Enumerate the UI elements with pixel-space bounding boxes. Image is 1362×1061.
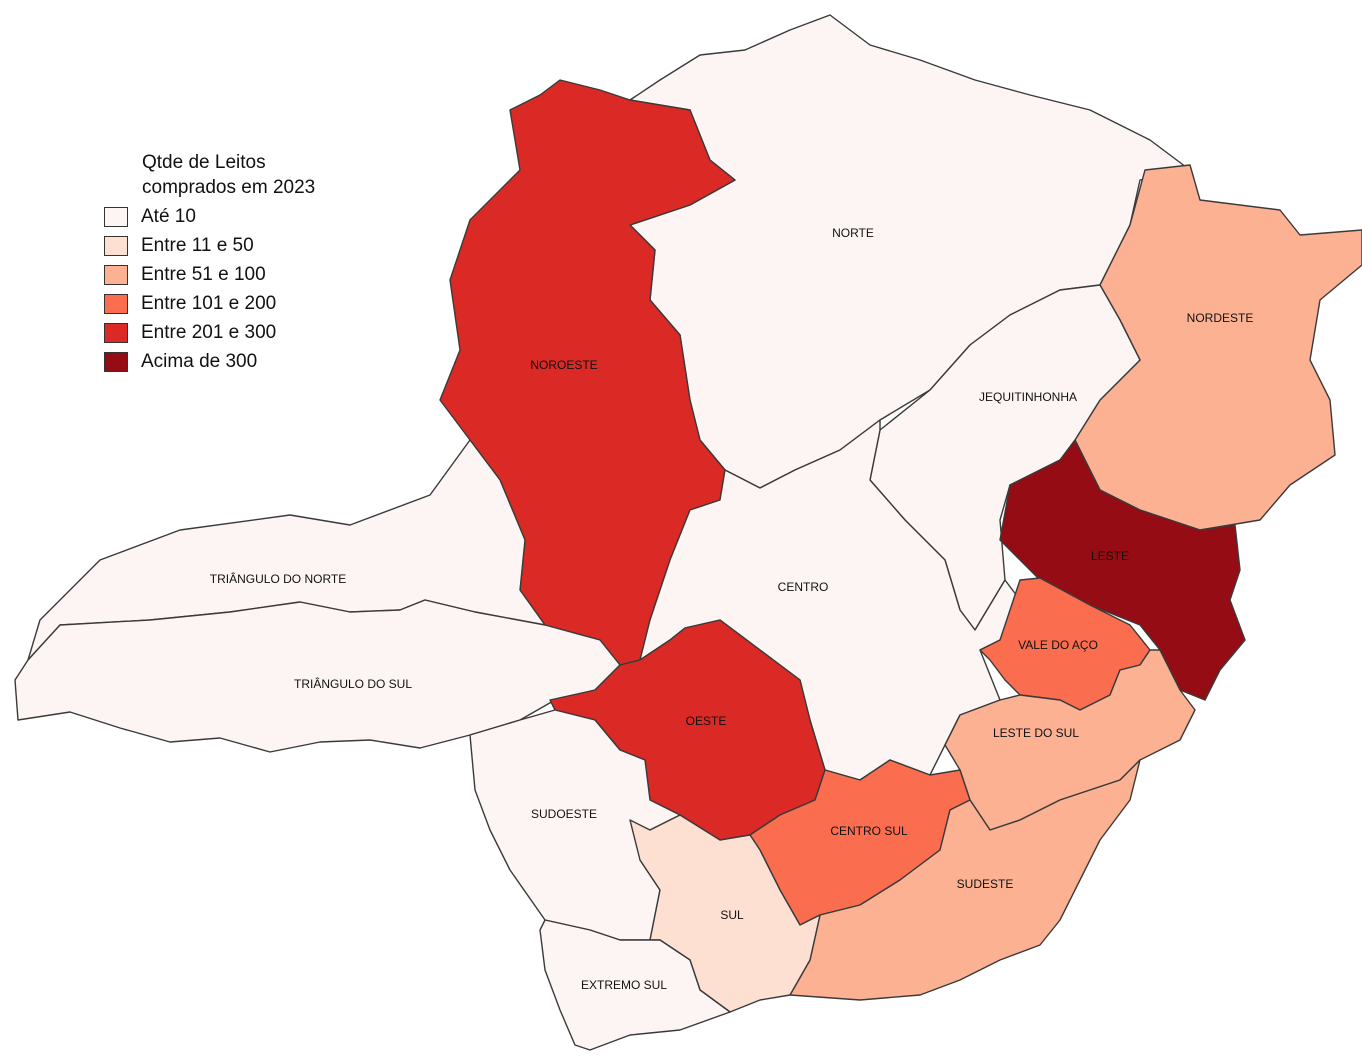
region-label-sudoeste: SUDOESTE: [531, 807, 597, 821]
legend-label: Entre 101 e 200: [141, 292, 277, 314]
legend-item: Entre 11 e 50: [104, 231, 315, 260]
legend-label: Entre 11 e 50: [141, 234, 254, 256]
region-label-extremo-sul: EXTREMO SUL: [581, 978, 667, 992]
legend-item: Entre 201 e 300: [104, 318, 315, 347]
region-label-centro-sul: CENTRO SUL: [830, 824, 908, 838]
legend-swatch: [104, 351, 128, 372]
region-label-triangulo-do-sul: TRIÂNGULO DO SUL: [294, 676, 412, 691]
legend-item: Entre 101 e 200: [104, 289, 315, 318]
legend-item: Acima de 300: [104, 347, 315, 376]
legend-label: Entre 51 e 100: [141, 263, 266, 285]
legend-item: Até 10: [104, 202, 315, 231]
region-label-vale-do-aco: VALE DO AÇO: [1018, 638, 1098, 652]
regions-layer: [14, 14, 1362, 1051]
region-label-centro: CENTRO: [778, 580, 829, 594]
region-label-leste: LESTE: [1091, 549, 1129, 563]
legend-item: Entre 51 e 100: [104, 260, 315, 289]
legend-swatch: [104, 264, 128, 285]
region-sudeste: [789, 759, 1141, 1001]
region-label-leste-do-sul: LESTE DO SUL: [993, 726, 1079, 740]
map-legend: Qtde de Leitos comprados em 2023 Até 10 …: [104, 150, 315, 376]
region-label-jequitinhonha: JEQUITINHONHA: [979, 390, 1077, 404]
legend-swatch: [104, 235, 128, 256]
legend-swatch: [104, 293, 128, 314]
region-label-triangulo-do-norte: TRIÂNGULO DO NORTE: [210, 571, 346, 586]
region-label-sudeste: SUDESTE: [957, 877, 1014, 891]
region-label-nordeste: NORDESTE: [1187, 311, 1254, 325]
region-label-noroeste: NOROESTE: [530, 358, 597, 372]
legend-title: Qtde de Leitos comprados em 2023: [142, 152, 316, 198]
legend-label: Até 10: [141, 205, 196, 227]
region-label-sul: SUL: [720, 908, 744, 922]
region-extremo-sul: [539, 919, 731, 1051]
legend-label: Entre 201 e 300: [141, 321, 277, 343]
region-label-norte: NORTE: [832, 226, 874, 240]
labels-layer: NORTE NORDESTE JEQUITINHONHA NOROESTE TR…: [210, 226, 1254, 992]
legend-swatch: [104, 322, 128, 343]
region-label-oeste: OESTE: [686, 714, 727, 728]
legend-label: Acima de 300: [141, 350, 258, 372]
legend-swatch: [104, 206, 128, 227]
